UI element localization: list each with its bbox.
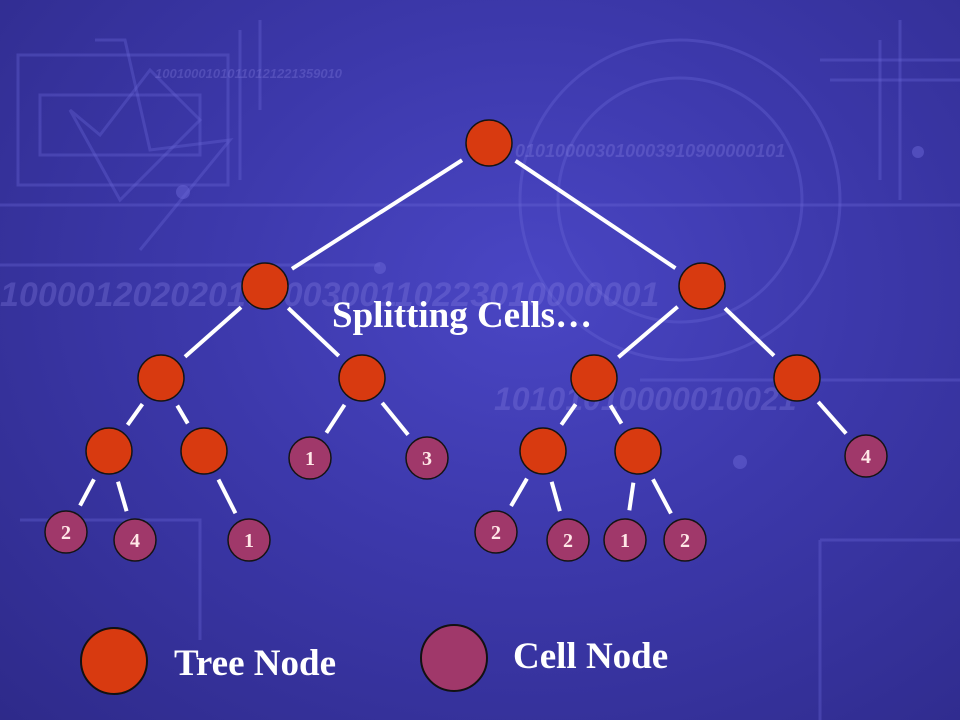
bg-digits-2: 010100003010003910900000101 <box>515 141 785 161</box>
cell-node: 4 <box>113 518 157 562</box>
tree-edge <box>617 305 679 359</box>
cell-node-legend-label: Cell Node <box>513 636 669 677</box>
tree-edge <box>116 481 129 512</box>
bg-digits-3: 10000120202010000300110223010000001 <box>0 276 659 314</box>
cell-node: 1 <box>227 518 271 562</box>
slide-title: Splitting Cells… <box>332 295 593 336</box>
bg-digits-4: 10101010000010021 <box>494 381 797 417</box>
cell-node-label: 4 <box>861 446 871 468</box>
tree-edge <box>651 478 673 515</box>
tree-edge <box>723 306 776 358</box>
tree-edge <box>78 478 96 507</box>
tree-edge <box>514 159 677 270</box>
cell-node-label: 3 <box>422 448 432 470</box>
tree-node <box>180 427 228 475</box>
cell-node: 2 <box>546 518 590 562</box>
tree-edge <box>627 482 636 511</box>
cell-node-label: 1 <box>244 530 254 552</box>
tree-edge <box>324 403 347 434</box>
cell-node-label: 2 <box>491 522 501 544</box>
tree-edge <box>290 158 464 271</box>
tree-edge <box>286 306 341 358</box>
tree-edge <box>216 478 238 515</box>
tree-node <box>465 119 513 167</box>
tree-edge <box>509 477 529 508</box>
tree-edge <box>608 404 624 425</box>
cell-node-label: 1 <box>305 448 315 470</box>
tree-edge <box>183 305 243 359</box>
tree-node-legend-label: Tree Node <box>174 643 337 684</box>
tree-edges <box>78 158 848 515</box>
tree-node <box>773 354 821 402</box>
tree-node <box>137 354 185 402</box>
tree-edge <box>380 401 410 436</box>
cell-node: 1 <box>603 518 647 562</box>
cell-node-legend-swatch <box>420 624 488 692</box>
tree-node <box>85 427 133 475</box>
tree-node <box>338 354 386 402</box>
cell-node: 2 <box>474 510 518 554</box>
tree-edge <box>175 404 190 425</box>
cell-node-label: 2 <box>563 530 573 552</box>
cell-node-label: 2 <box>680 530 690 552</box>
cell-node-label: 4 <box>130 530 140 552</box>
tree-edge <box>816 400 848 435</box>
cell-node: 2 <box>663 518 707 562</box>
tree-node <box>678 262 726 310</box>
tree-edge <box>549 481 562 512</box>
tree-node <box>570 354 618 402</box>
tree-node <box>519 427 567 475</box>
bg-digits-1: 10010001010110121221359010 <box>155 66 343 81</box>
cell-node: 4 <box>844 434 888 478</box>
cell-node: 1 <box>288 436 332 480</box>
cell-node: 2 <box>44 510 88 554</box>
tree-node <box>241 262 289 310</box>
tree-nodes: 1 3 4 2 4 1 2 2 1 2 <box>44 119 888 562</box>
tree-node-legend-swatch <box>80 627 148 695</box>
cell-node-label: 2 <box>61 522 71 544</box>
tree-node <box>614 427 662 475</box>
cell-node: 3 <box>405 436 449 480</box>
cell-node-label: 1 <box>620 530 630 552</box>
tree-edge <box>559 403 578 426</box>
tree-edge <box>125 402 145 427</box>
